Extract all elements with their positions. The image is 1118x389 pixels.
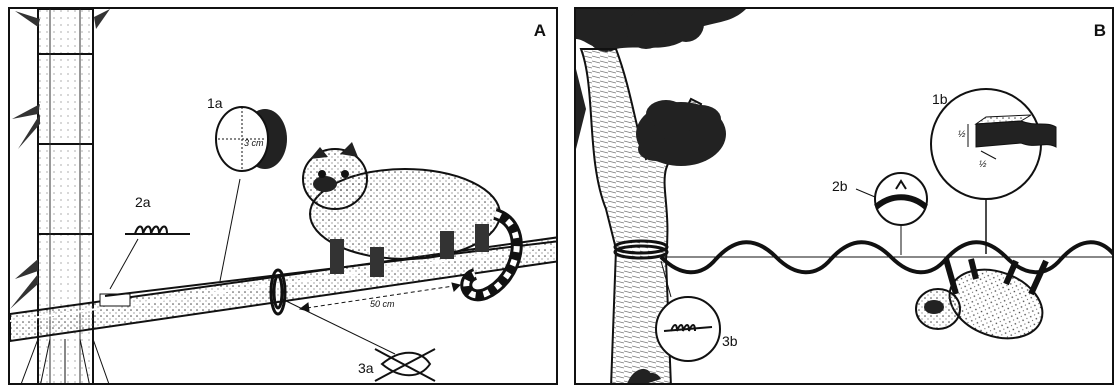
tape-marker <box>100 294 130 306</box>
leaf-cluster <box>636 100 726 166</box>
bamboo-roots <box>20 339 110 385</box>
callout-ring <box>216 107 287 281</box>
ring-diameter-label: 3 cm <box>244 138 264 148</box>
panel-b-illustration: ½ ½ 1b 2b 3b <box>576 9 1114 385</box>
tree-canopy <box>576 9 746 52</box>
callout-label-1a: 1a <box>207 95 223 111</box>
callout-label-2b: 2b <box>832 178 848 194</box>
callout-coil-b <box>656 261 720 361</box>
callout-label-3a: 3a <box>358 360 374 376</box>
callout-label-3b: 3b <box>722 333 738 349</box>
callout-label-2a: 2a <box>135 194 151 210</box>
block-height-label: ½ <box>979 159 987 169</box>
panel-label: B <box>1094 21 1106 41</box>
panel-a: 3 cm 1a 2a 50 cm 3a A <box>8 7 558 385</box>
panel-label: A <box>534 21 546 41</box>
panel-b: ½ ½ 1b 2b 3b <box>574 7 1114 385</box>
callout-label-1b: 1b <box>932 91 948 107</box>
panel-a-illustration: 3 cm 1a 2a 50 cm 3a <box>10 9 558 385</box>
block-width-label: ½ <box>958 129 966 139</box>
callout-coil <box>110 227 190 290</box>
spacing-label: 50 cm <box>370 299 395 309</box>
callout-block <box>931 89 1056 254</box>
